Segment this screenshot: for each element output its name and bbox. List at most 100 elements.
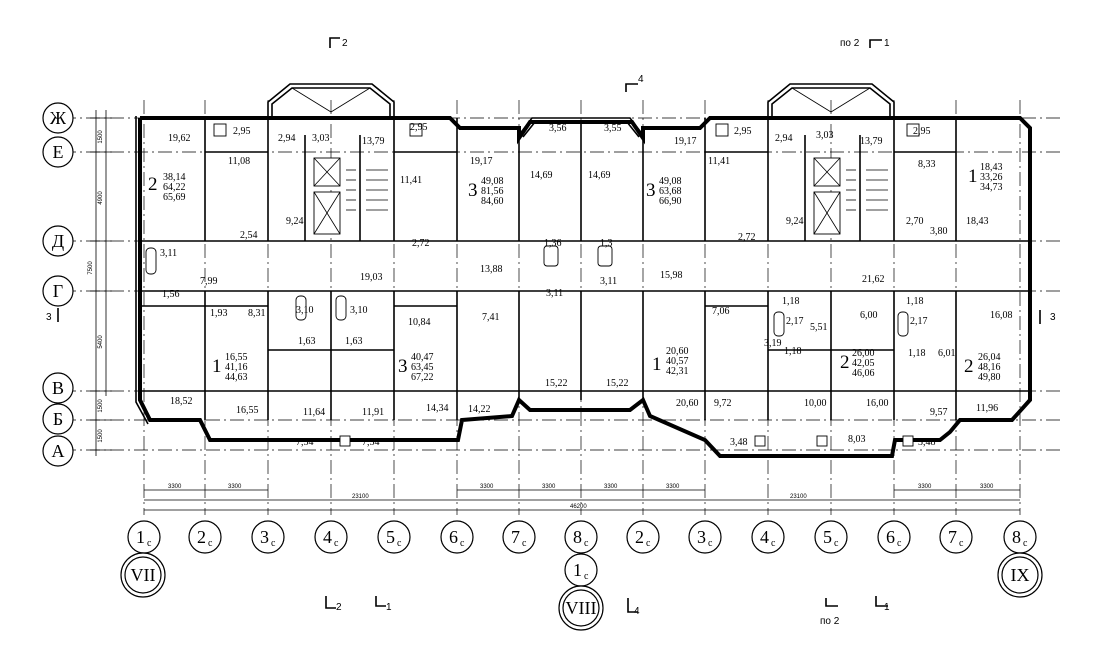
room-area: 16,00 (866, 398, 889, 409)
room-area: 10,84 (408, 317, 431, 328)
section-cut-marks: 2 по 2 1 4 3 3 2 1 4 по 2 1 (46, 37, 1056, 627)
svg-text:по 2: по 2 (820, 616, 840, 627)
apartment-1: 2 38,14 64,22 65,69 (148, 172, 186, 203)
room-area: 18,43 (966, 216, 989, 227)
svg-text:3: 3 (260, 527, 269, 547)
room-area: 3,11 (160, 248, 177, 259)
svg-text:6: 6 (449, 527, 458, 547)
svg-text:81,56: 81,56 (481, 186, 504, 197)
room-area: 2,94 (278, 133, 296, 144)
svg-text:2: 2 (148, 174, 158, 195)
svg-text:65,69: 65,69 (163, 192, 186, 203)
svg-text:по 2: по 2 (840, 38, 860, 49)
svg-text:26,04: 26,04 (978, 352, 1001, 363)
svg-text:1: 1 (652, 354, 662, 375)
room-areas: 19,62 2,95 11,08 2,94 3,03 13,79 2,95 19… (160, 122, 1013, 448)
dim-top-5: 3300 (666, 484, 680, 490)
room-area: 11,64 (303, 407, 325, 418)
interior-walls (140, 118, 1030, 420)
room-area: 2,70 (906, 216, 924, 227)
svg-text:20,60: 20,60 (666, 346, 689, 357)
dim-half-1: 23100 (790, 494, 807, 500)
room-area: 9,72 (714, 398, 732, 409)
room-area: 16,55 (236, 405, 259, 416)
room-area: 1,93 (210, 308, 228, 319)
apartment-4: 3 40,47 63,45 67,22 (398, 352, 434, 383)
svg-text:2: 2 (342, 38, 348, 49)
svg-text:c: c (584, 538, 589, 549)
svg-text:63,68: 63,68 (659, 186, 682, 197)
dim-top-2: 3300 (480, 484, 494, 490)
room-area: 11,08 (228, 156, 250, 167)
room-area: 1,63 (345, 336, 363, 347)
apartment-labels: 2 38,14 64,22 65,69 1 16,55 41,16 44,63 … (148, 162, 1003, 383)
apartment-9: 2 26,04 48,16 49,80 (964, 352, 1001, 383)
room-area: 9,57 (930, 407, 948, 418)
apartment-8: 2 26,00 42,05 46,06 (840, 348, 875, 379)
svg-text:c: c (208, 538, 213, 549)
svg-text:44,63: 44,63 (225, 372, 248, 383)
row-dimension-chain: 1500 4900 7500 5400 1500 1500 (88, 110, 112, 456)
svg-text:1: 1 (884, 602, 890, 613)
svg-text:48,16: 48,16 (978, 362, 1001, 373)
svg-text:34,73: 34,73 (980, 182, 1003, 193)
svg-text:c: c (959, 538, 964, 549)
room-area: 7,54 (296, 437, 314, 448)
svg-text:1: 1 (968, 166, 978, 187)
svg-text:42,05: 42,05 (852, 358, 875, 369)
room-area: 7,99 (200, 276, 218, 287)
room-area: 11,96 (976, 403, 998, 414)
room-area: 2,95 (410, 122, 428, 133)
room-area: 15,22 (545, 378, 568, 389)
room-area: 13,79 (860, 136, 883, 147)
fixtures (145, 123, 920, 447)
room-area: 3,11 (546, 288, 563, 299)
room-area: 3,10 (350, 305, 368, 316)
room-area: 3,03 (312, 133, 330, 144)
svg-text:3: 3 (1050, 312, 1056, 323)
row-axis-3: Г (53, 281, 63, 301)
svg-text:49,80: 49,80 (978, 372, 1001, 383)
room-area: 7,41 (482, 312, 500, 323)
row-axis-6: А (52, 441, 65, 461)
room-area: 19,17 (674, 136, 697, 147)
room-area: 9,24 (286, 216, 304, 227)
room-area: 14,69 (588, 170, 611, 181)
dim-top-7: 3300 (980, 484, 994, 490)
room-area: 7,54 (362, 437, 380, 448)
svg-text:8: 8 (573, 527, 582, 547)
apartment-5: 3 49,08 63,68 66,90 (646, 176, 682, 207)
svg-text:5: 5 (386, 527, 395, 547)
room-area: 11,41 (708, 156, 730, 167)
row-axis-labels: Ж Е Д Г В Б А (42, 102, 74, 467)
bottom-dimensions: 3300 3300 3300 3300 3300 3300 3300 3300 … (144, 484, 1020, 511)
room-area: 7,06 (712, 306, 730, 317)
svg-text:7: 7 (948, 527, 957, 547)
room-area: 1,18 (782, 296, 800, 307)
svg-text:1: 1 (573, 560, 582, 580)
svg-text:1: 1 (212, 356, 222, 377)
section-ix: IX (1011, 565, 1030, 585)
row-axis-1: Е (53, 142, 64, 162)
dim-total: 46200 (570, 504, 587, 510)
apartment-6: 1 20,60 40,57 42,31 (652, 346, 689, 377)
svg-text:c: c (646, 538, 651, 549)
room-area: 21,62 (862, 274, 885, 285)
room-area: 3,10 (296, 305, 314, 316)
row-axis-4: В (52, 378, 64, 398)
svg-text:4: 4 (634, 606, 640, 617)
svg-text:33,26: 33,26 (980, 172, 1003, 183)
svg-text:49,08: 49,08 (481, 176, 504, 187)
dim-top-0: 3300 (168, 484, 182, 490)
row-dim-5: 1500 (98, 429, 104, 443)
room-area: 1,3 (600, 238, 613, 249)
